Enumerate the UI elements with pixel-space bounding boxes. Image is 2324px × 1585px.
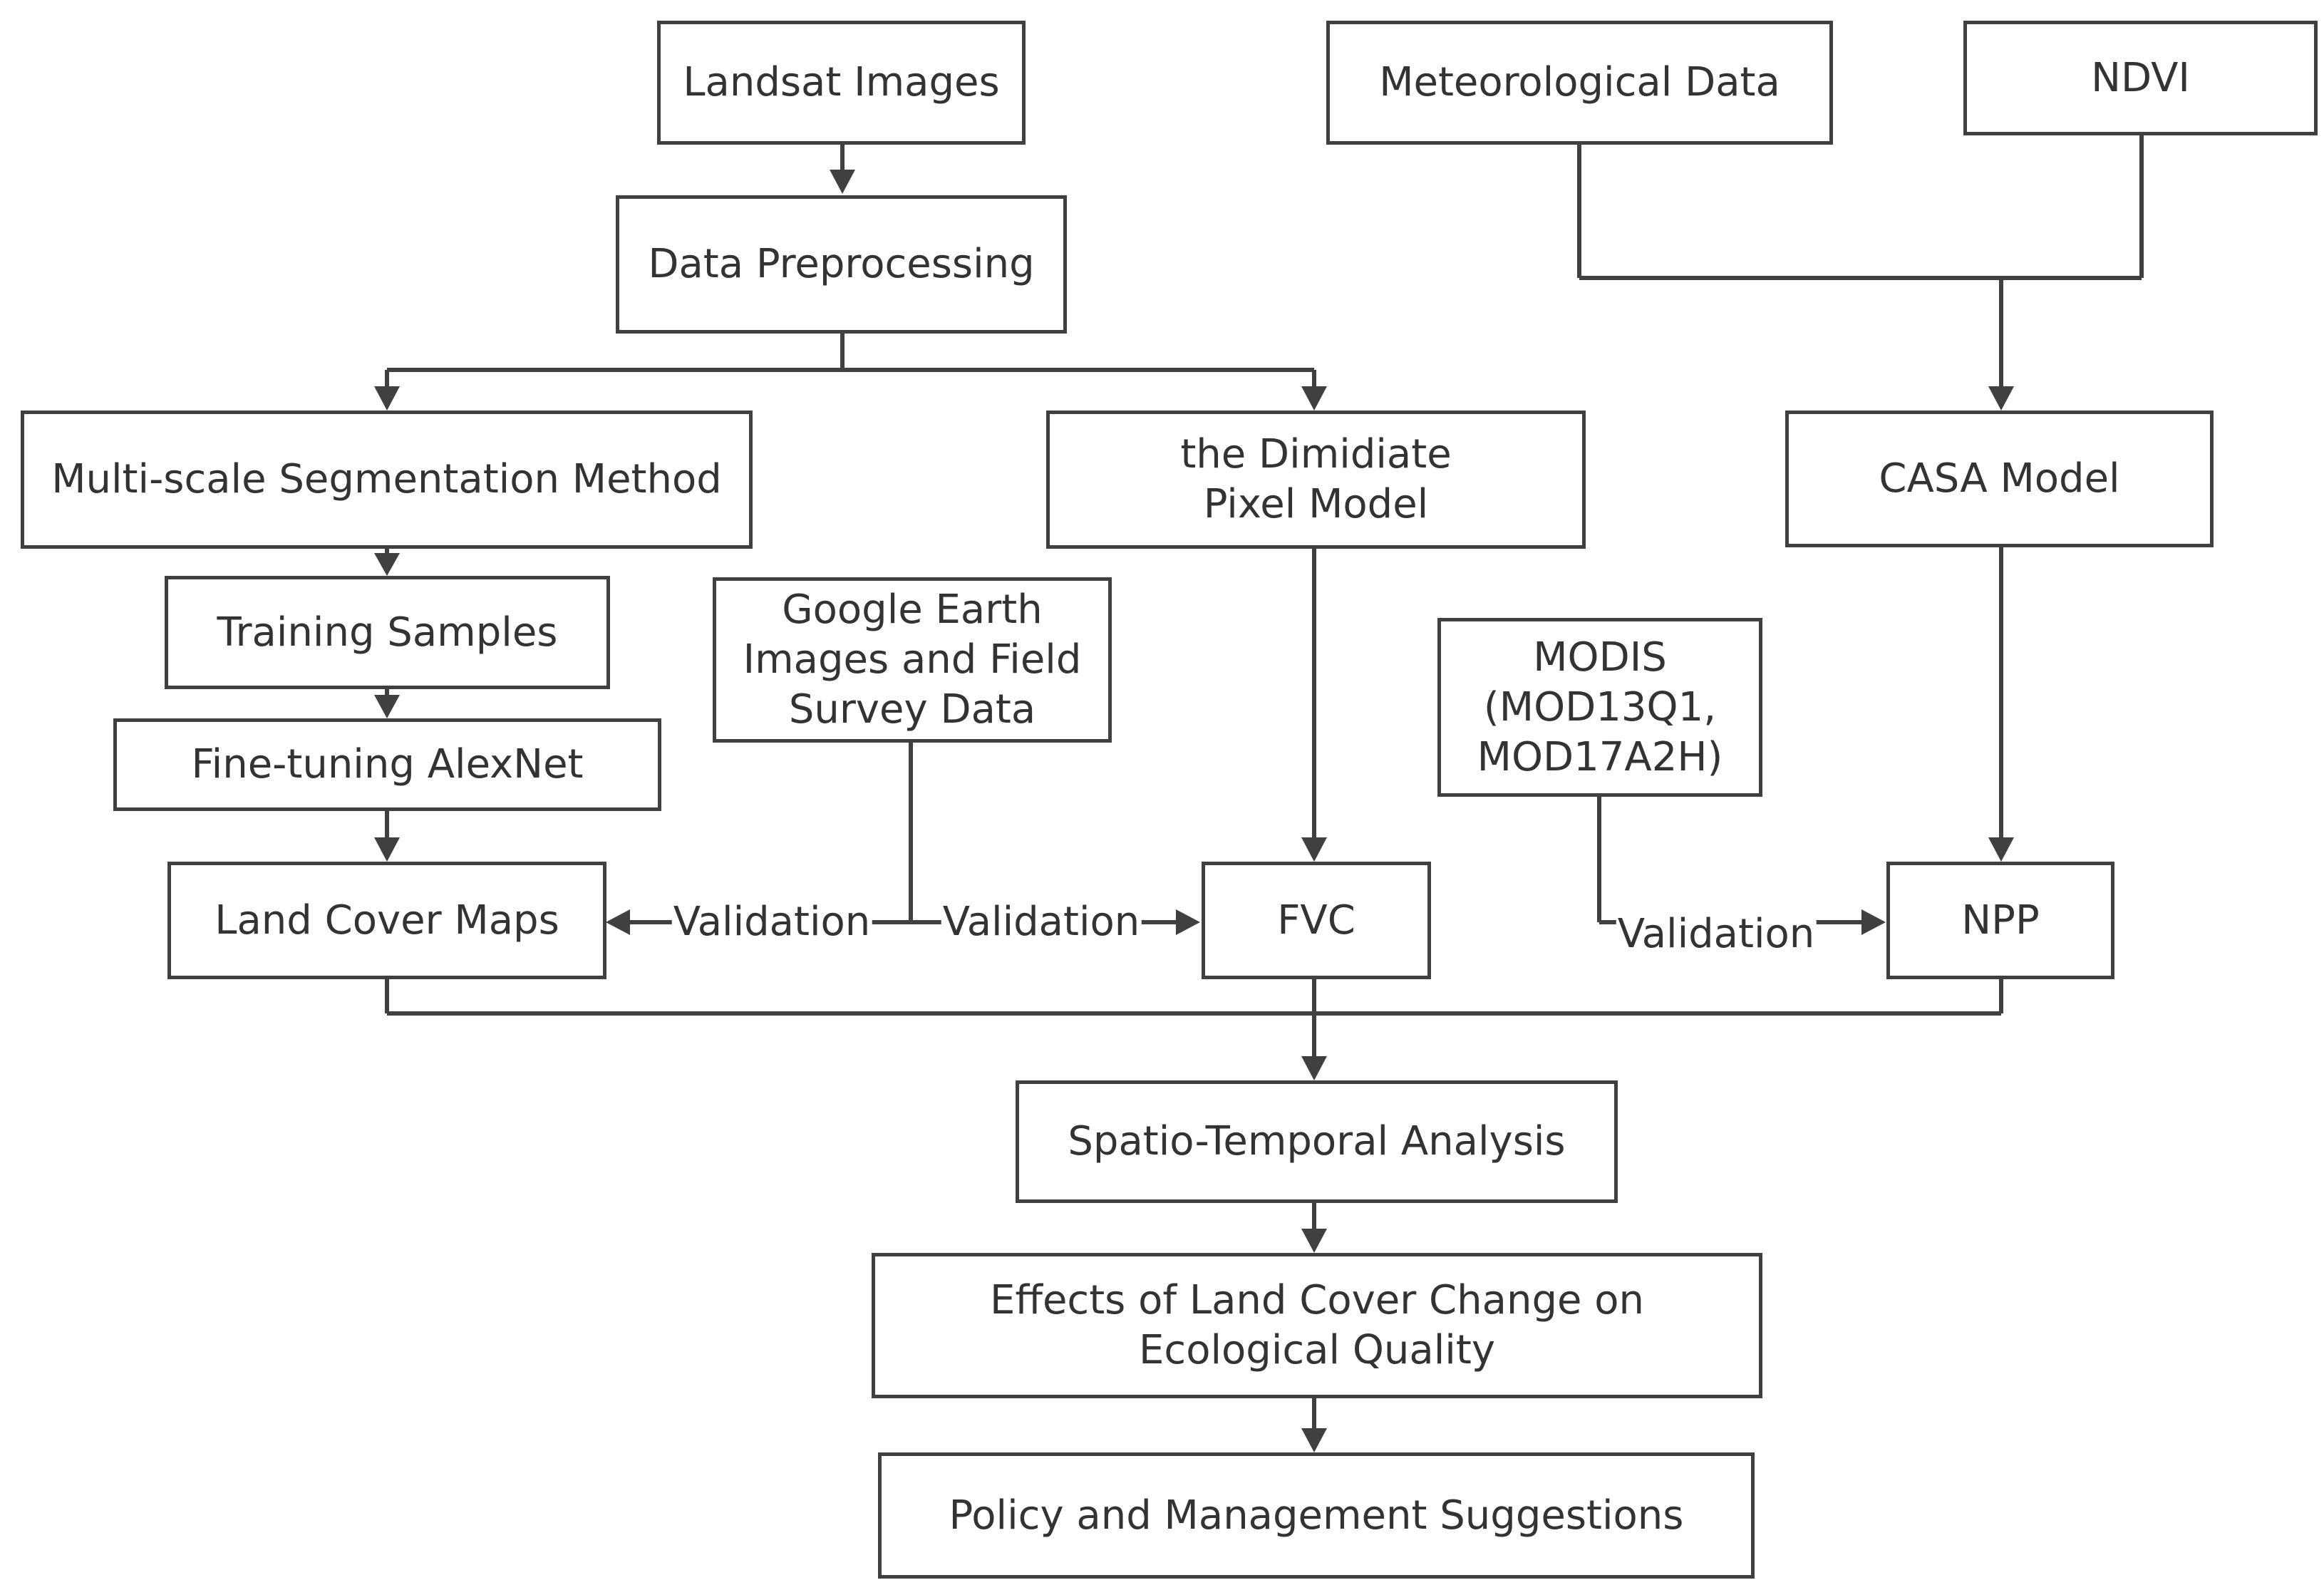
arrowhead [1988, 837, 2014, 862]
node-data-preprocessing: Data Preprocessing [616, 195, 1067, 334]
arrowhead [606, 909, 630, 935]
node-meteorological-data: Meteorological Data [1326, 21, 1833, 145]
arrowhead [1861, 909, 1886, 935]
node-ndvi: NDVI [1963, 21, 2318, 135]
arrowhead [374, 837, 400, 862]
node-npp: NPP [1886, 862, 2114, 979]
edge-label-validation-left: Validation [671, 897, 872, 947]
arrowhead [374, 386, 400, 411]
node-spatio-temporal-analysis: Spatio-Temporal Analysis [1016, 1080, 1618, 1203]
node-effects-land-cover-change: Effects of Land Cover Change on Ecologic… [872, 1253, 1762, 1398]
arrowhead [1301, 1056, 1327, 1080]
edge-label-validation-modis: Validation [1616, 909, 1817, 959]
arrowhead [374, 695, 400, 718]
edge-label-validation-right: Validation [941, 897, 1142, 947]
node-fine-tuning-alexnet: Fine-tuning AlexNet [113, 718, 661, 811]
node-land-cover-maps: Land Cover Maps [167, 862, 606, 979]
arrowhead [1176, 909, 1200, 935]
node-multi-scale-segmentation: Multi-scale Segmentation Method [21, 411, 753, 549]
arrowhead [1988, 386, 2014, 411]
arrowhead [1301, 1428, 1327, 1452]
node-training-samples: Training Samples [165, 576, 610, 689]
arrowhead [1301, 837, 1327, 862]
node-dimidiate-pixel-model: the Dimidiate Pixel Model [1046, 411, 1586, 549]
node-landsat-images: Landsat Images [657, 21, 1026, 145]
node-casa-model: CASA Model [1785, 411, 2214, 547]
node-google-earth-field: Google Earth Images and Field Survey Dat… [713, 577, 1112, 743]
arrowhead [1301, 1229, 1327, 1253]
node-policy-management: Policy and Management Suggestions [878, 1452, 1755, 1579]
node-fvc: FVC [1202, 862, 1431, 979]
arrowhead [374, 553, 400, 576]
node-modis: MODIS (MOD13Q1, MOD17A2H) [1437, 618, 1762, 797]
arrowhead [1301, 386, 1327, 411]
arrowhead [830, 170, 855, 194]
